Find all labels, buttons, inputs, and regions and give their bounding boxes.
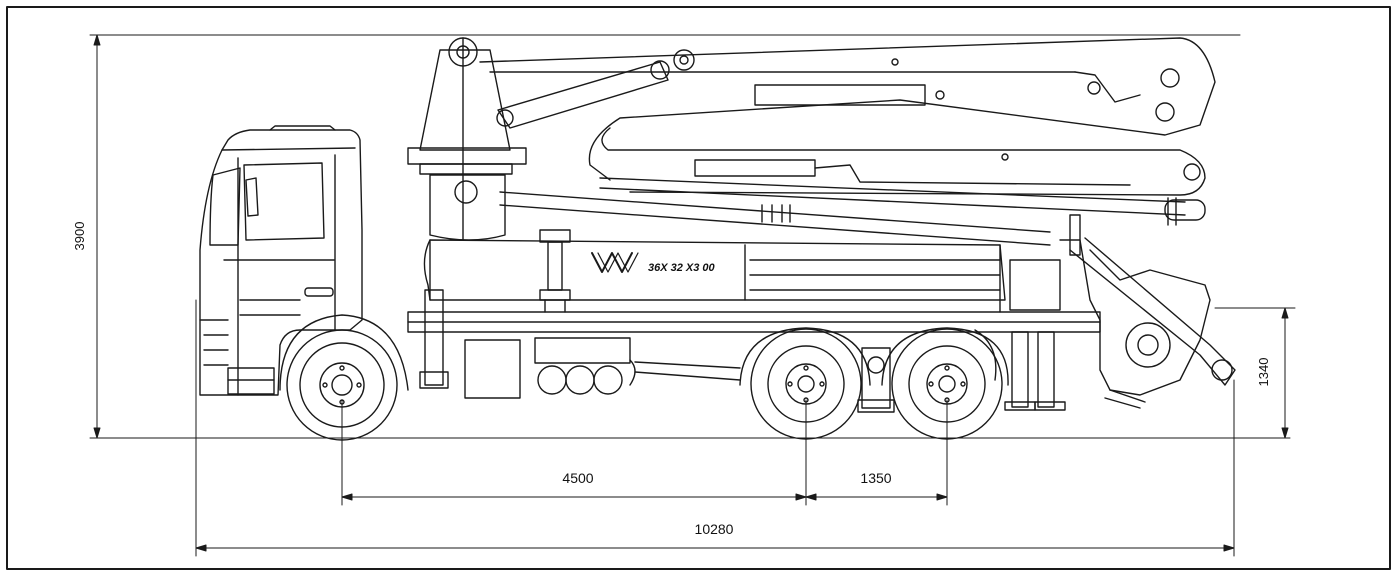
dim-rear-pump-height: 1340 bbox=[1256, 358, 1271, 387]
body-branding bbox=[591, 252, 639, 273]
dim-rear-axle-spacing: 1350 bbox=[860, 470, 891, 486]
body-panel bbox=[423, 229, 1006, 313]
rear-pump bbox=[1059, 214, 1236, 409]
rear-wheel-2 bbox=[857, 327, 1009, 440]
dim-wheelbase: 4500 bbox=[562, 470, 593, 486]
chassis bbox=[407, 289, 1101, 399]
boom-turret bbox=[407, 37, 527, 241]
outriggers bbox=[974, 259, 1066, 411]
body-panel-text: 36X 32 X3 00 bbox=[648, 262, 716, 274]
front-wheel bbox=[279, 314, 409, 441]
truck-cab bbox=[199, 125, 363, 396]
dim-overall-height: 3900 bbox=[72, 222, 87, 251]
dimension-lines bbox=[89, 34, 1296, 557]
dim-overall-length: 10280 bbox=[695, 521, 734, 537]
rear-wheel-1 bbox=[739, 327, 871, 440]
boom-arms bbox=[479, 37, 1216, 246]
drawing-border bbox=[6, 6, 1391, 570]
